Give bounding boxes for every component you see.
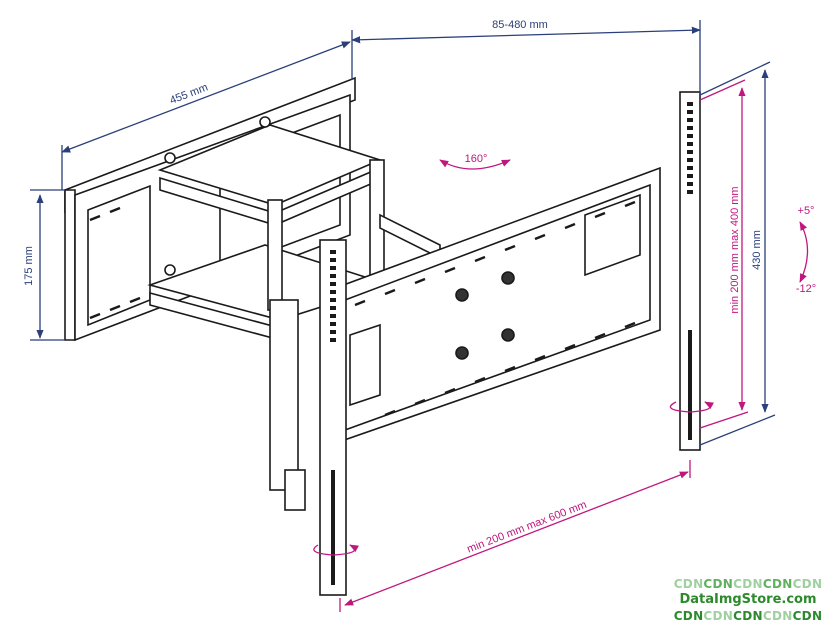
tilt-down-label: -12° [796, 283, 816, 295]
tilt-up-label: +5° [798, 205, 815, 217]
wall-plate-height-label: 175 mm [23, 246, 35, 286]
watermark-line-3: CDNCDNCDNCDNCDN [673, 609, 823, 623]
dimension-lines [30, 20, 776, 446]
watermark-line-2: DataImgStore.com [679, 592, 817, 607]
rear-bracket [269, 299, 306, 511]
range-lines [313, 79, 809, 612]
swivel-label: 160° [465, 153, 488, 165]
depth-label: 85-480 mm [492, 19, 548, 31]
watermark-line-1: CDNCDNCDNCDNCDN [673, 577, 823, 591]
vertical-rails [319, 91, 701, 596]
vesa-horizontal-label: min 200 mm max 600 mm [465, 499, 588, 556]
vesa-vertical-label: min 200 mm max 400 mm [729, 186, 741, 313]
total-height-label: 430 mm [751, 230, 763, 270]
